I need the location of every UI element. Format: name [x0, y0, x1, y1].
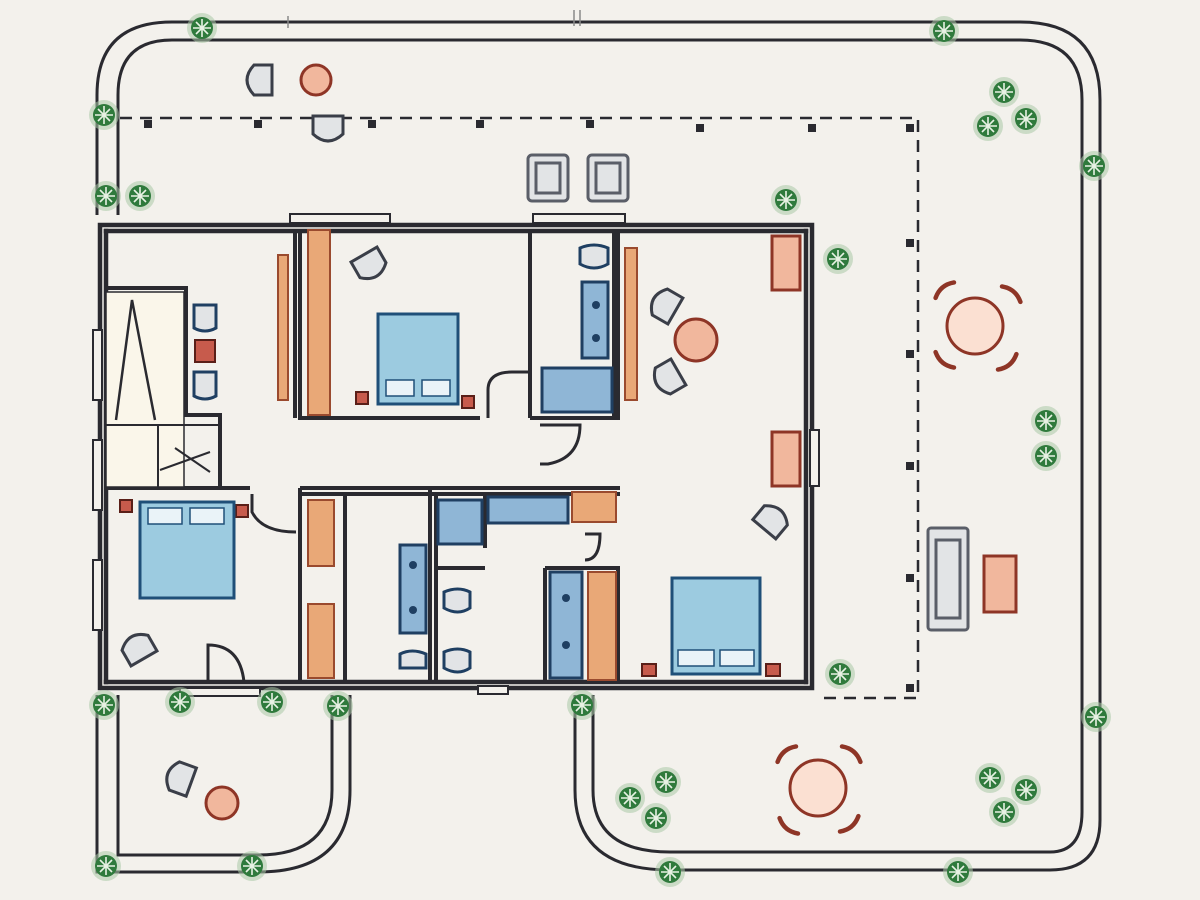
bed-south: [670, 576, 762, 676]
dining-set-south: [775, 744, 862, 836]
side-tables: [119, 339, 781, 677]
door-swings: [206, 370, 602, 683]
stairs: [105, 291, 218, 488]
wardrobes: [277, 229, 638, 681]
small-round-tables: [204, 63, 333, 821]
living-coffee-table: [673, 317, 719, 363]
beds: [138, 312, 762, 676]
garden-gate-marks: [287, 10, 581, 28]
bath-fixtures: [398, 280, 614, 680]
desks: [770, 234, 1018, 614]
interior-walls: [106, 231, 620, 682]
covered-veranda-outline: [120, 116, 920, 700]
sinks: [409, 301, 600, 649]
bed-west: [138, 500, 236, 600]
toilets: [192, 243, 610, 674]
dining-set-east: [933, 280, 1022, 372]
veranda-sofa: [926, 526, 970, 632]
north-terrace-chairs: [526, 153, 630, 203]
bed-north: [376, 312, 460, 406]
